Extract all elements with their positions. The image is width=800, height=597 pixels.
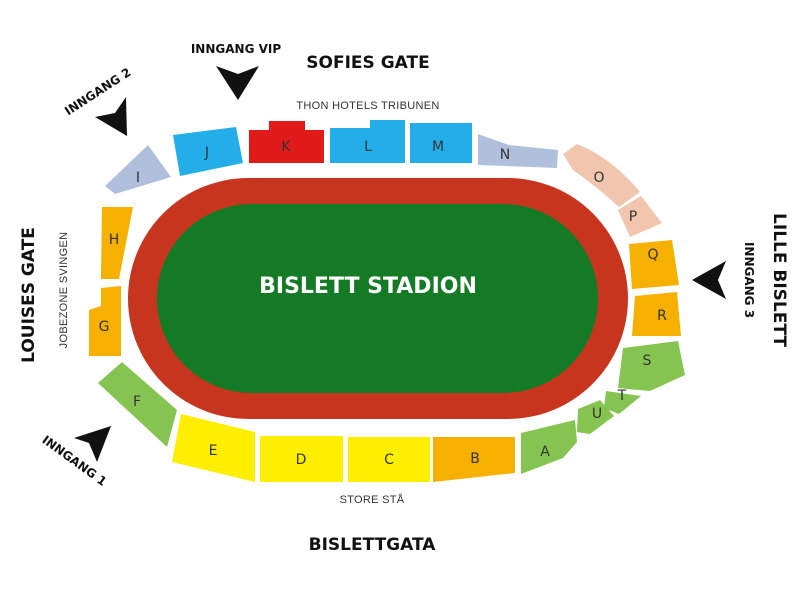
section-label-M: M: [432, 139, 444, 155]
section-T[interactable]: [604, 391, 641, 414]
section-label-N: N: [500, 147, 510, 163]
stand-south-label: STORE STÅ: [340, 493, 405, 506]
section-label-P: P: [629, 209, 637, 225]
entrance-2-arrow-icon: [95, 97, 127, 136]
section-Q[interactable]: [629, 240, 679, 289]
section-label-U: U: [592, 406, 602, 422]
section-G[interactable]: [89, 286, 121, 356]
street-east: LILLE BISLETT: [769, 213, 789, 347]
section-label-B: B: [470, 451, 480, 467]
street-south: BISLETTGATA: [309, 535, 437, 555]
section-U[interactable]: [577, 400, 614, 434]
section-label-J: J: [204, 145, 209, 161]
street-north: SOFIES GATE: [306, 53, 429, 73]
section-label-E: E: [209, 443, 218, 459]
section-label-Q: Q: [647, 247, 658, 263]
stand-north-label: THON HOTELS TRIBUNEN: [296, 100, 439, 112]
entrance-3-label: INNGANG 3: [742, 242, 756, 318]
entrance-vip[interactable]: INNGANG VIP: [191, 42, 282, 100]
section-M[interactable]: [410, 123, 472, 163]
section-label-A: A: [540, 444, 550, 460]
section-label-T: T: [617, 388, 627, 404]
section-labels: A B C D E F G H I J K L M N O P Q R S T …: [99, 139, 668, 468]
stand-west-label: JOBEZONE SVINGEN: [58, 232, 70, 349]
section-label-D: D: [296, 452, 307, 468]
section-label-K: K: [281, 139, 291, 155]
section-label-I: I: [136, 170, 140, 186]
stadium-title: BISLETT STADION: [259, 274, 477, 299]
section-P[interactable]: [618, 196, 662, 237]
sections: [89, 120, 685, 482]
street-west: LOUISES GATE: [19, 227, 39, 363]
section-label-S: S: [643, 353, 652, 369]
section-N[interactable]: [478, 134, 558, 168]
section-K[interactable]: [249, 121, 324, 163]
entrance-1[interactable]: INNGANG 1: [39, 426, 111, 489]
section-label-H: H: [109, 232, 120, 248]
section-label-G: G: [99, 319, 110, 335]
section-J[interactable]: [173, 127, 243, 176]
section-label-R: R: [657, 308, 667, 324]
section-I[interactable]: [105, 145, 171, 194]
section-label-L: L: [364, 139, 372, 155]
section-A[interactable]: [521, 420, 577, 474]
section-label-C: C: [384, 452, 394, 468]
section-S[interactable]: [618, 341, 685, 391]
section-label-O: O: [593, 170, 604, 186]
section-D[interactable]: [260, 436, 343, 482]
section-label-F: F: [133, 394, 141, 410]
pitch: [157, 204, 598, 393]
section-O[interactable]: [563, 144, 640, 207]
section-B[interactable]: [433, 437, 515, 482]
section-H[interactable]: [101, 207, 133, 279]
section-C[interactable]: [348, 437, 430, 482]
section-L[interactable]: [330, 120, 405, 163]
section-F[interactable]: [98, 362, 177, 447]
section-R[interactable]: [632, 292, 681, 336]
entrance-vip-label: INNGANG VIP: [191, 42, 282, 56]
entrance-3[interactable]: INNGANG 3: [692, 242, 756, 318]
entrance-1-arrow-icon: [74, 426, 111, 462]
entrance-vip-arrow-icon: [216, 66, 259, 100]
section-E[interactable]: [172, 414, 255, 482]
entrance-3-arrow-icon: [692, 261, 726, 299]
entrance-2[interactable]: INNGANG 2: [62, 65, 134, 136]
